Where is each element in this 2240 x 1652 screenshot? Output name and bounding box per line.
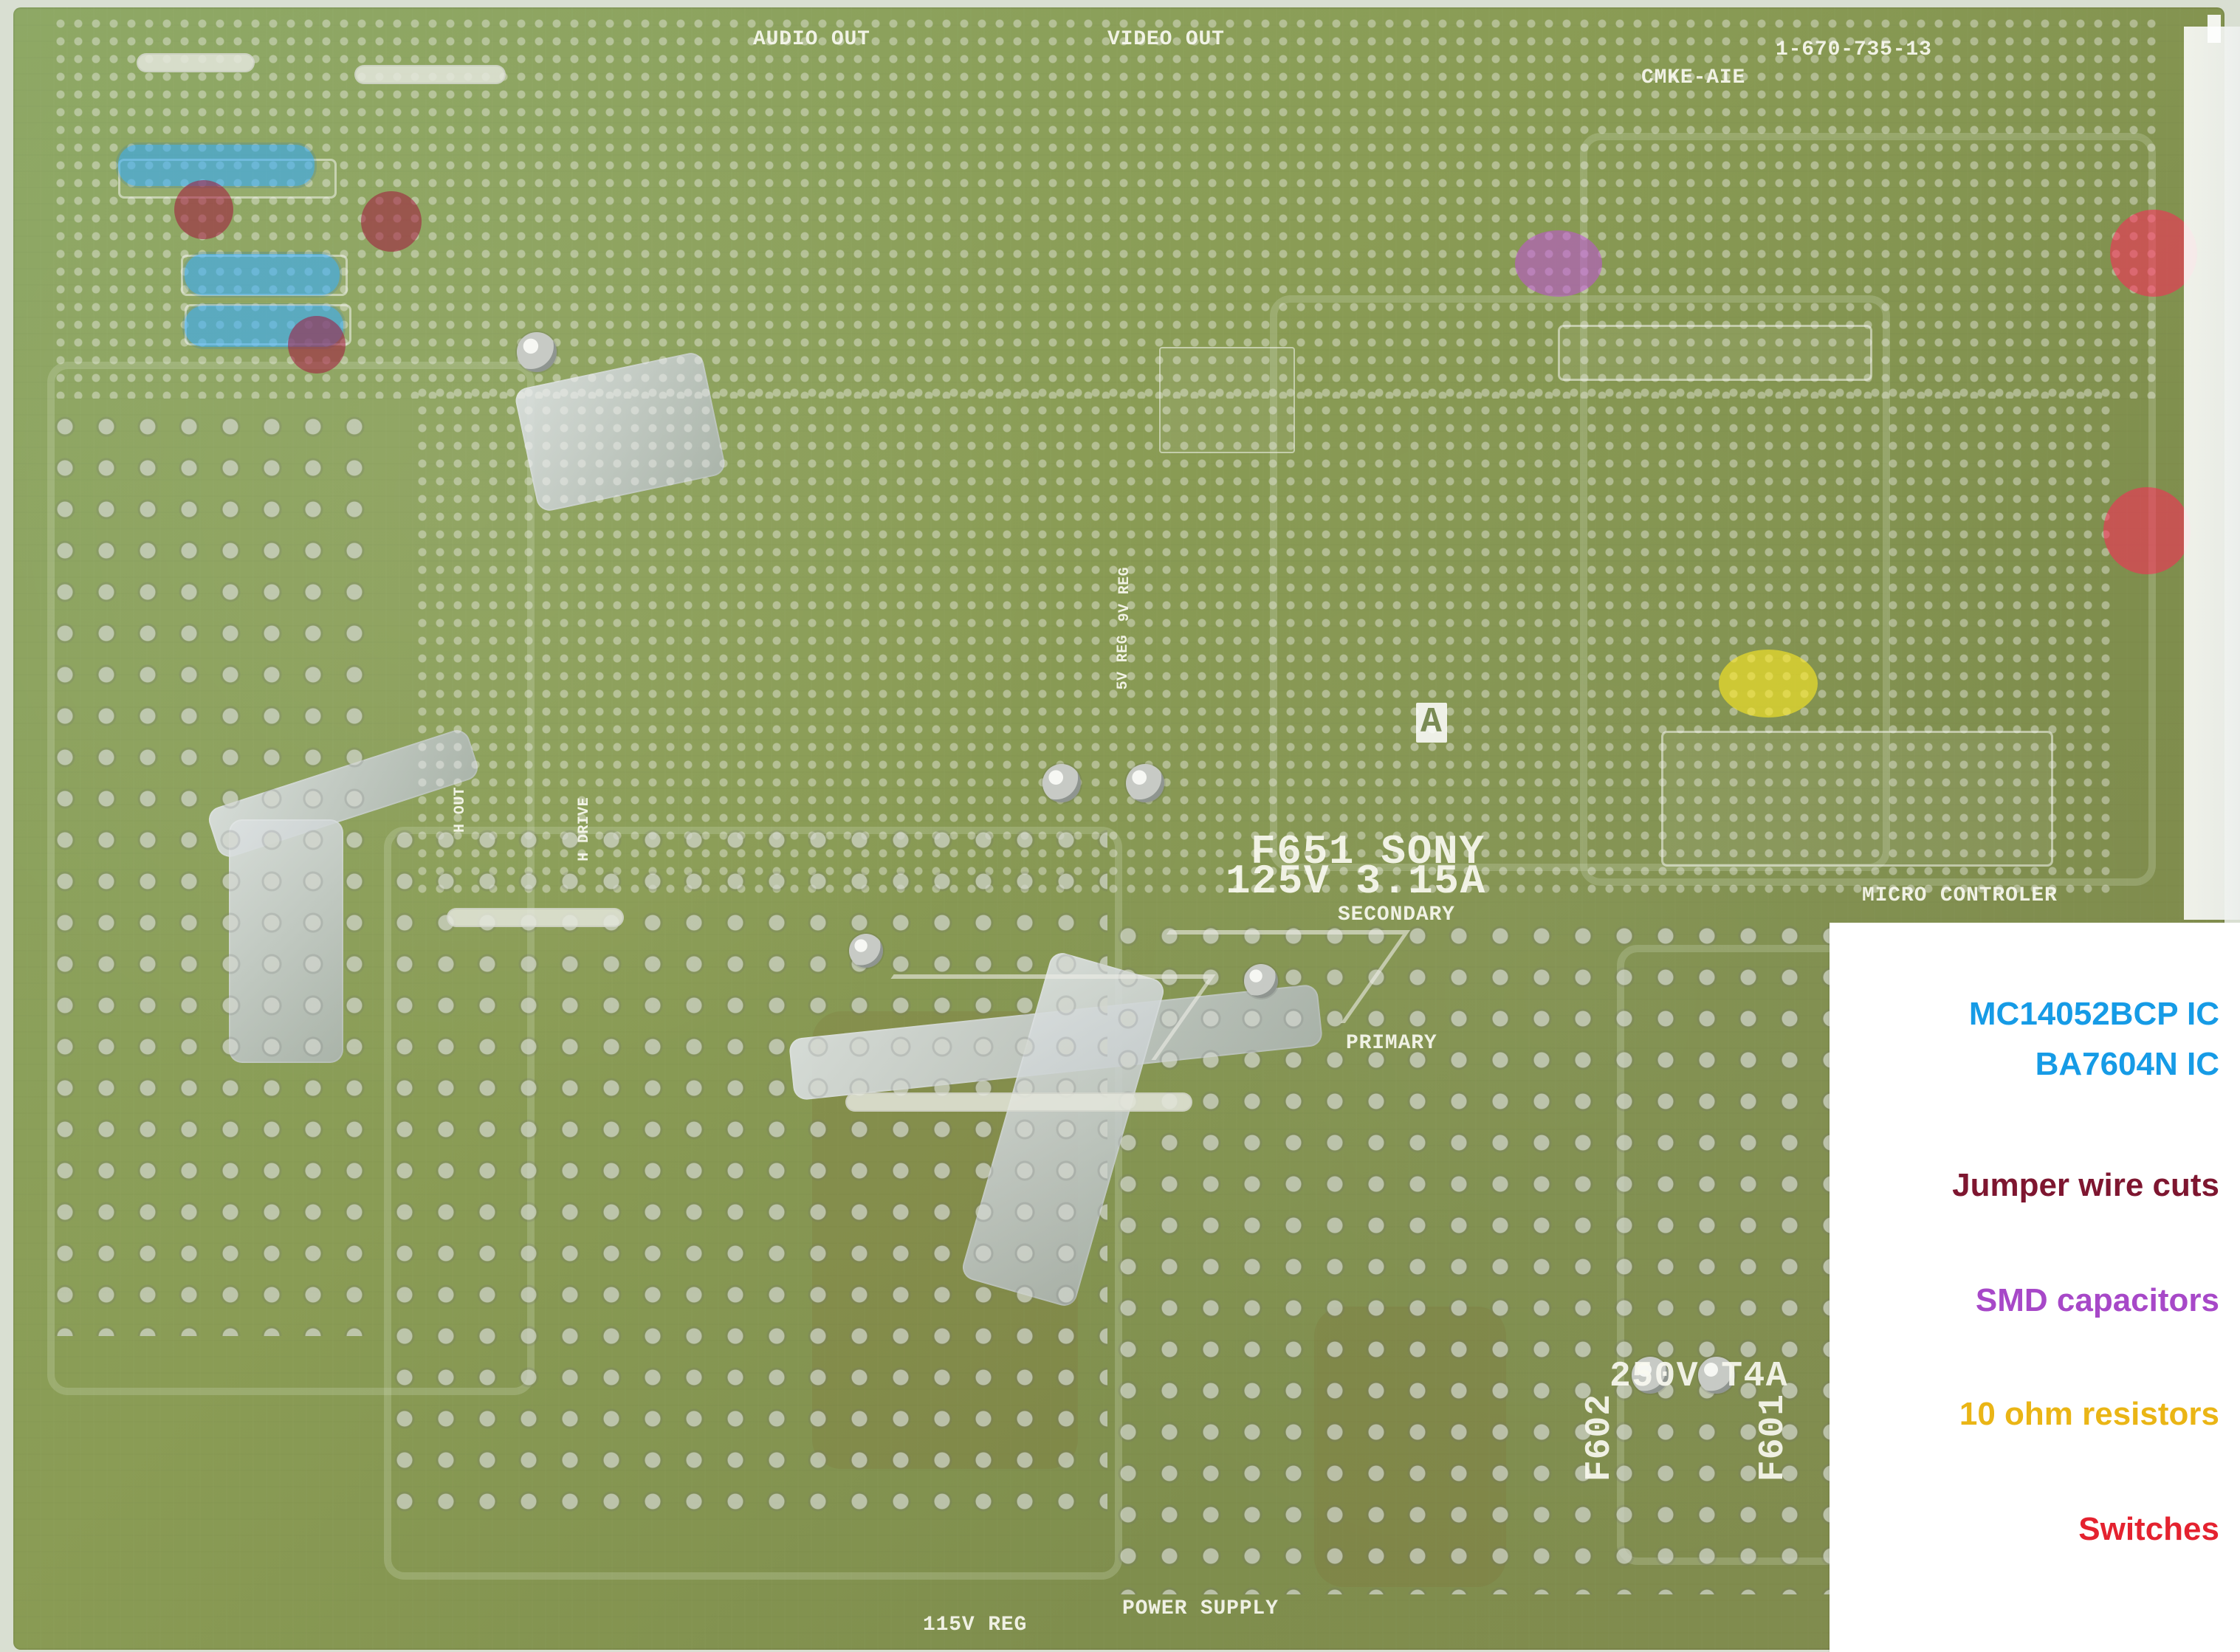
big-pad-3 [1126, 764, 1164, 802]
legend-ic-line-2: BA7604N IC [2035, 1046, 2219, 1082]
board-label-secondary: SECONDARY [1338, 904, 1455, 926]
jumper-cut-1 [174, 180, 233, 239]
board-label-fuse-lower-left: F602 [1580, 1394, 1620, 1482]
through-hole-field-left [44, 406, 384, 1336]
board-label-115v-reg: 115V REG [923, 1614, 1028, 1636]
pad-strip-lower-right [845, 1092, 1192, 1112]
ic-block-mid [1159, 347, 1295, 453]
pcb-board [13, 7, 2224, 1650]
board-label-hdrive: H DRIVE [576, 797, 593, 861]
legend-panel: MC14052BCP IC BA7604N IC Jumper wire cut… [1830, 923, 2240, 1652]
switch-highlight-mid [2103, 487, 2191, 574]
solder-dot-field-mid [413, 384, 2119, 901]
pad-strip-top-left [137, 53, 255, 72]
board-model: CMKE-AIE [1641, 66, 1746, 89]
board-label-primary: PRIMARY [1346, 1032, 1437, 1055]
board-label-a: A [1416, 703, 1448, 743]
right-top-stub [2208, 15, 2221, 43]
big-pad-6 [1632, 1357, 1669, 1394]
board-label-power-supply: POWER SUPPLY [1122, 1597, 1279, 1620]
big-pad-1 [517, 332, 557, 372]
through-hole-field-right [1107, 915, 1846, 1594]
board-label-fuse-main-rating: 125V 3.15A [1226, 858, 1486, 905]
board-label-audio-out: AUDIO OUT [753, 28, 870, 51]
legend-ic-line-1: MC14052BCP IC [1968, 996, 2219, 1032]
big-pad-5 [1244, 964, 1278, 998]
board-label-video-out: VIDEO OUT [1107, 28, 1225, 51]
big-pad-7 [1698, 1357, 1735, 1394]
jumper-cut-3 [288, 316, 346, 374]
hatched-trace-lower [834, 974, 1216, 1060]
legend-smd: SMD capacitors [1975, 1282, 2219, 1318]
through-hole-field-center [384, 819, 1107, 1521]
pad-strip-top-center [354, 65, 506, 84]
pad-strip-lower-center [447, 908, 624, 927]
switch-highlight-top [2110, 210, 2197, 297]
legend-resistors: 10 ohm resistors [1959, 1396, 2219, 1432]
ic-block-micro [1661, 731, 2053, 867]
jumper-cut-2 [361, 191, 422, 252]
board-label-fuse-lower-rating: 250V T4A [1609, 1357, 1788, 1397]
board-label-9v-reg: 9V REG [1116, 567, 1133, 622]
board-label-micro-controller: MICRO CONTROLER [1862, 884, 2058, 907]
board-label-hout: H OUT [452, 787, 469, 833]
ic-block-center-right [1558, 325, 1872, 381]
smd-capacitor-highlight [1515, 230, 1602, 297]
big-pad-4 [849, 934, 883, 968]
board-code: 1-670-735-13 [1776, 38, 1932, 61]
legend-jumper: Jumper wire cuts [1952, 1167, 2219, 1203]
board-label-fuse-lower-right: F601 [1753, 1394, 1793, 1482]
right-white-strip [2184, 27, 2240, 920]
blue-ic-highlight-1 [118, 145, 315, 186]
board-label-5v-reg: 5V REG [1115, 635, 1132, 690]
resistor-highlight [1719, 650, 1818, 717]
legend-switches: Switches [2078, 1511, 2219, 1547]
board-label-fuse-main-designator: F651 SONY [1251, 828, 1485, 875]
blue-ic-highlight-2 [185, 254, 340, 295]
big-pad-2 [1042, 764, 1081, 802]
